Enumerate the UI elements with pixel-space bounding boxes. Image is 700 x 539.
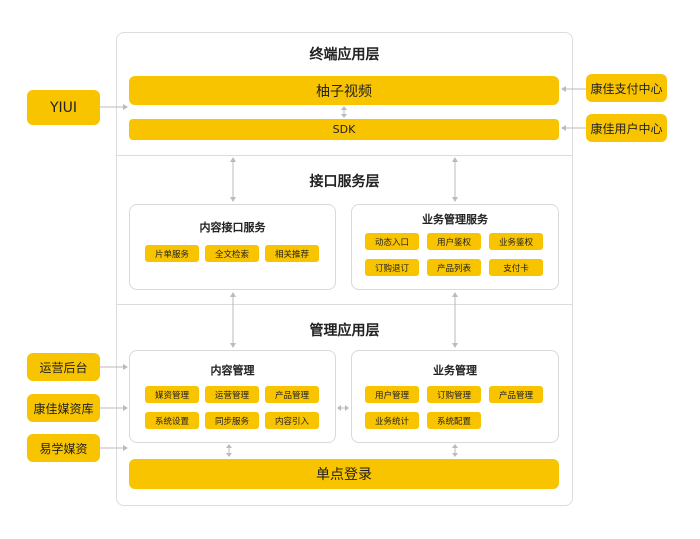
chip-dynamic-entry: 动态入口 [365, 233, 419, 250]
app-bar: 柚子视频 [129, 76, 559, 105]
chip-content-import: 内容引入 [265, 412, 319, 429]
chip-product-management-business: 产品管理 [489, 386, 543, 403]
chip-order-management: 订购管理 [427, 386, 481, 403]
chip-business-auth: 业务鉴权 [489, 233, 543, 250]
arrowhead-user [561, 125, 566, 131]
chip-business-statistics: 业务统计 [365, 412, 419, 429]
content-interface-panel: 内容接口服务 片单服务 全文检索 相关推荐 [129, 204, 336, 290]
sso-bar: 单点登录 [129, 459, 559, 489]
content-management-title: 内容管理 [210, 364, 255, 377]
chip-playlist-service: 片单服务 [145, 245, 199, 262]
arrowhead-cs-up [226, 444, 232, 448]
arrowhead-edu [123, 445, 128, 451]
arrowhead-tb-up [452, 157, 458, 162]
arrowhead-bb-down [452, 343, 458, 348]
business-management-panel: 业务管理 用户管理 订购管理 产品管理 业务统计 系统配置 [351, 350, 559, 443]
arrowhead-tc-up [230, 157, 236, 162]
chip-payment-card: 支付卡 [489, 259, 543, 276]
arrowhead-media [123, 405, 128, 411]
interface-layer-title: 接口服务层 [309, 174, 380, 190]
layer-divider-bottom [117, 304, 572, 305]
sdk-bar: SDK [129, 119, 559, 140]
layer-divider-top [117, 155, 572, 156]
konka-media-library-box: 康佳媒资库 [27, 394, 100, 422]
chip-media-management: 媒资管理 [145, 386, 199, 403]
edu-media-box: 易学媒资 [27, 434, 100, 462]
chip-subscribe-unsubscribe: 订购退订 [365, 259, 419, 276]
arrowhead-mgmt-left [337, 405, 341, 411]
yiui-box: YIUI [27, 90, 100, 125]
chip-system-config: 系统配置 [427, 412, 481, 429]
arrowhead-cc-down [230, 343, 236, 348]
terminal-layer-title: 终端应用层 [309, 47, 380, 63]
arrowhead-tc-down [230, 197, 236, 202]
chip-user-management: 用户管理 [365, 386, 419, 403]
arrowhead-mgmt-right [345, 405, 349, 411]
arrowhead-ops [123, 364, 128, 370]
chip-product-management-content: 产品管理 [265, 386, 319, 403]
user-center-box: 康佳用户中心 [586, 114, 667, 142]
content-management-panel: 内容管理 媒资管理 运营管理 产品管理 系统设置 同步服务 内容引入 [129, 350, 336, 443]
arrowhead-tb-down [452, 197, 458, 202]
arrowhead-sdk-down [341, 114, 347, 118]
management-layer-title: 管理应用层 [309, 323, 380, 339]
business-service-panel: 业务管理服务 动态入口 用户鉴权 业务鉴权 订购退订 产品列表 支付卡 [351, 204, 559, 290]
business-service-title: 业务管理服务 [422, 213, 488, 226]
arrowhead-cs-down [226, 453, 232, 457]
chip-system-settings: 系统设置 [145, 412, 199, 429]
payment-center-box: 康佳支付中心 [586, 74, 667, 102]
chip-user-auth: 用户鉴权 [427, 233, 481, 250]
arrowhead-app-up [341, 106, 347, 110]
arrowhead-bs-up [452, 444, 458, 448]
chip-sync-service: 同步服务 [205, 412, 259, 429]
arrowhead-bb-up [452, 292, 458, 297]
ops-backend-box: 运营后台 [27, 353, 100, 381]
arrowheads [123, 86, 566, 457]
arrowhead-cc-up [230, 292, 236, 297]
content-interface-title: 内容接口服务 [199, 221, 266, 234]
chip-operation-management: 运营管理 [205, 386, 259, 403]
arrowhead-bs-down [452, 453, 458, 457]
arrowhead-pay [561, 86, 566, 92]
chip-product-list: 产品列表 [427, 259, 481, 276]
chip-fulltext-search: 全文检索 [205, 245, 259, 262]
business-management-title: 业务管理 [433, 364, 477, 377]
arrowhead-yiui [123, 104, 128, 110]
chip-related-recommend: 相关推荐 [265, 245, 319, 262]
